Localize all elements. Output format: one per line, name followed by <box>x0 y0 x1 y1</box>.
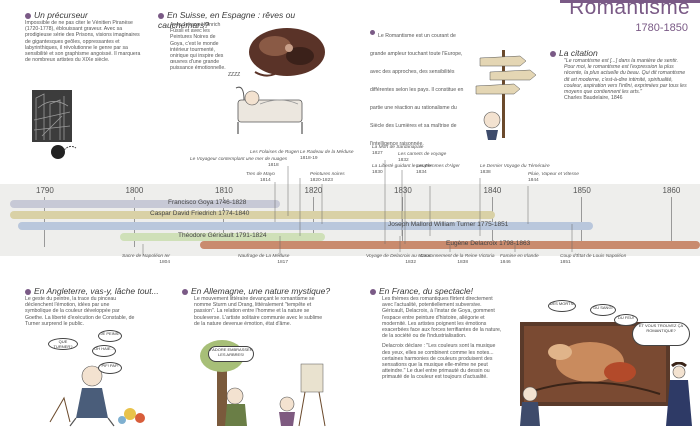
year-tick-label: 1840 <box>483 186 502 195</box>
year-tick-label: 1790 <box>36 186 54 195</box>
signpost-illustration <box>470 46 540 142</box>
block-france: En France, du spectacle! Les thèmes des … <box>370 286 505 381</box>
block-body: Le geste du peintre, la trace du pinceau… <box>25 296 135 327</box>
year-tick-label: 1800 <box>125 186 144 195</box>
citation-author: Charles Baudelaire, 1846 <box>564 95 623 102</box>
band-goya-label: Francisco Goya 1746-1828 <box>168 199 247 206</box>
block-body: Le Romantisme est un courant de grande a… <box>370 33 464 147</box>
block-title: En Suisse, en Espagne : rêves ou cauchem… <box>158 10 296 30</box>
bullet-icon <box>182 288 188 295</box>
band-gericault <box>120 233 325 241</box>
block-body: Impossible de ne pas citer le Vénitien P… <box>25 20 141 64</box>
speech-bubble: DU FEU! <box>614 314 638 326</box>
snore-text: ZZZZ <box>228 72 241 78</box>
year-tick-label: 1820 <box>304 186 323 195</box>
bullet-icon <box>25 12 31 19</box>
page-title: Romantisme <box>569 0 690 19</box>
year-tick-label: 1860 <box>662 186 681 195</box>
speech-bubble: OH HAIE... <box>92 345 116 357</box>
band-gericault-label: Théodore Géricault 1791-1824 <box>178 232 267 239</box>
year-tick-label: 1850 <box>573 186 591 195</box>
band-friedrich-label: Caspar David Friedrich 1774-1840 <box>150 210 250 217</box>
band-delacroix-label: Eugène Delacroix 1798-1863 <box>446 240 531 247</box>
band-goya <box>10 200 280 208</box>
speech-bubble: DES MORTS! <box>548 300 576 312</box>
block-body: Le mouvement littéraire devançant le rom… <box>194 296 323 327</box>
bullet-icon <box>158 12 164 19</box>
year-tick-label: 1810 <box>215 186 233 195</box>
speech-bubble: JE PEINS! <box>98 330 122 342</box>
bullet-icon <box>25 288 31 295</box>
band-friedrich <box>10 211 495 219</box>
block-body: "Le romantisme est [...] dans la manière… <box>564 58 687 96</box>
block-suisse: En Suisse, en Espagne : rêves ou cauchem… <box>158 10 328 30</box>
page-years: 1780-1850 <box>635 22 688 34</box>
easel-painter-illustration <box>510 382 550 428</box>
block-precurseur: Un précurseur Impossible de ne pas citer… <box>25 10 145 63</box>
block-citation: La citation "Le romantisme est [...] dan… <box>550 48 690 101</box>
ball-and-chain-icon <box>48 140 78 160</box>
speech-bubble: PIF! PAF! <box>98 362 122 374</box>
block-title: En Angleterre, vas-y, lâche tout... <box>34 286 159 296</box>
band-turner <box>18 222 593 230</box>
bullet-icon <box>550 50 556 57</box>
block-body: Avec Johann Heinrich Füssli et avec les … <box>170 22 226 72</box>
speech-bubble: QUE TURNER? <box>48 338 78 350</box>
nightmare-cloud-illustration <box>245 26 327 82</box>
event-top: Les Folaises de Rugen <box>250 150 300 155</box>
block-title: En France, du spectacle! <box>379 286 474 296</box>
block-angleterre: En Angleterre, vas-y, lâche tout... Le g… <box>25 286 165 327</box>
block-title: La citation <box>559 48 598 58</box>
block-body: Les thèmes des romantiques flirtent dire… <box>382 296 502 340</box>
lady-viewer-illustration <box>664 361 694 428</box>
year-guide-line <box>670 197 671 247</box>
block-title: En Allemagne, une nature mystique? <box>191 286 331 296</box>
header-rule <box>560 0 700 3</box>
piranesi-prison-etching <box>32 90 72 142</box>
turner-painter-illustration <box>30 338 160 428</box>
block-body-2: Delacroix déclare : "Les couleurs sont l… <box>382 343 496 381</box>
block-allemagne: En Allemagne, une nature mystique? Le mo… <box>182 286 332 327</box>
speech-bubble: J'ADORE EMBRASSER LES ARBRES! <box>208 346 254 362</box>
tree-painter-illustration <box>175 340 345 430</box>
sleeper-in-bed-illustration <box>232 78 308 138</box>
event-connectors <box>142 160 573 256</box>
speech-bubble: DU SANG! <box>590 304 616 316</box>
bullet-icon <box>370 30 375 36</box>
band-turner-label: Joseph Mallord William Turner 1775-1851 <box>388 221 509 228</box>
block-romantisme: Le Romantisme est un courant de grande a… <box>370 24 470 150</box>
event-top: Le Voyageur contemplant une mer de nuage… <box>190 157 288 168</box>
speech-bubble: ET VOUS TROUVEZ ÇA ROMANTIQUE? <box>632 322 690 346</box>
block-title: Un précurseur <box>34 10 88 20</box>
year-tick-label: 1830 <box>394 186 412 195</box>
bullet-icon <box>370 288 376 295</box>
